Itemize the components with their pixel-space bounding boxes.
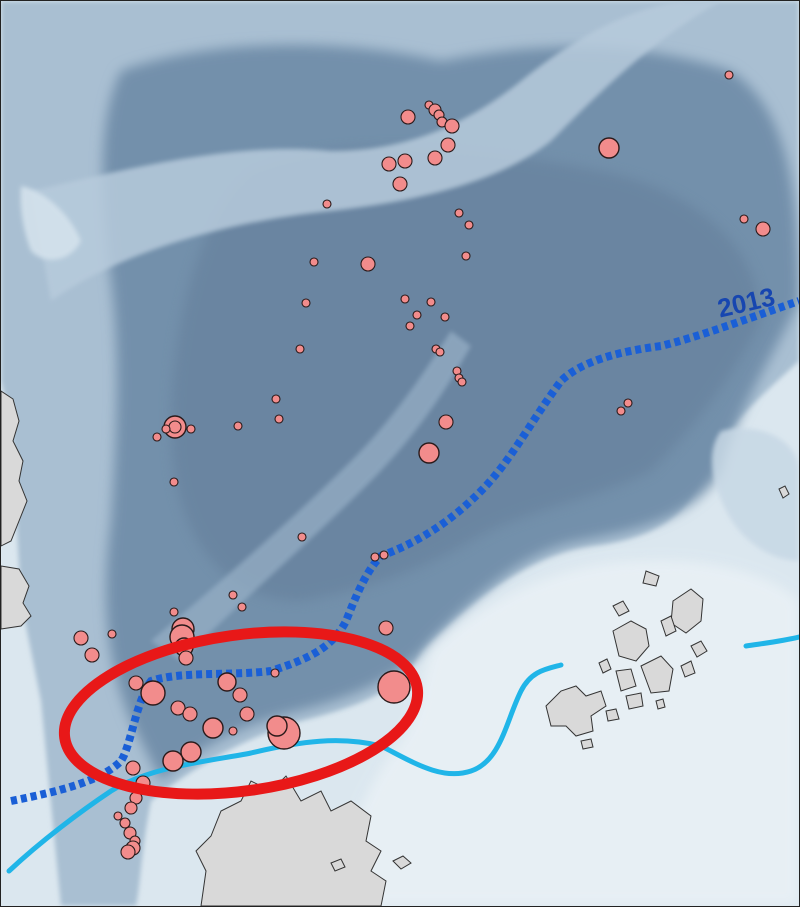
event-marker — [232, 687, 248, 703]
event-marker — [170, 700, 186, 716]
event-marker — [418, 442, 440, 464]
event-marker — [295, 344, 305, 354]
event-marker — [119, 817, 131, 829]
event-marker — [461, 251, 471, 261]
event-marker — [440, 137, 456, 153]
event-marker — [297, 532, 307, 542]
event-marker — [377, 670, 411, 704]
event-marker — [360, 256, 376, 272]
abyssal-plain — [171, 147, 762, 601]
event-marker — [454, 208, 464, 218]
ice-edge-line-2013 — [10, 297, 799, 805]
event-marker — [217, 672, 237, 692]
event-marker — [128, 675, 144, 691]
event-marker — [186, 424, 196, 434]
event-marker — [379, 550, 389, 560]
nearshore-shallows — [331, 560, 799, 906]
event-marker — [400, 294, 410, 304]
event-marker — [378, 620, 394, 636]
event-marker — [598, 137, 620, 159]
event-marker — [271, 394, 281, 404]
plateau-light — [20, 186, 81, 260]
land-west-south — [1, 565, 32, 630]
event-marker — [400, 109, 416, 125]
land-south-islet-a — [392, 855, 412, 870]
event-marker — [392, 176, 408, 192]
event-marker — [739, 214, 749, 224]
event-marker — [125, 760, 141, 776]
event-marker — [228, 590, 238, 600]
event-marker — [113, 811, 123, 821]
event-marker — [438, 414, 454, 430]
event-marker — [457, 377, 467, 387]
event-marker — [270, 668, 280, 678]
event-marker — [228, 726, 238, 736]
event-marker — [426, 297, 436, 307]
event-marker — [169, 607, 179, 617]
event-marker — [309, 257, 319, 267]
event-marker — [84, 647, 100, 663]
ridge-eastern-shelf — [711, 428, 799, 561]
ridge-central — [151, 331, 471, 661]
event-marker — [237, 602, 247, 612]
event-marker — [107, 629, 117, 639]
event-marker — [120, 844, 136, 860]
event-marker — [239, 706, 255, 722]
event-marker — [623, 398, 633, 408]
highlight-ring — [58, 626, 424, 800]
event-markers — [73, 70, 771, 860]
event-marker — [405, 321, 415, 331]
event-marker — [162, 750, 184, 772]
event-marker — [464, 220, 474, 230]
event-marker — [161, 424, 171, 434]
event-marker — [152, 432, 162, 442]
event-marker — [427, 150, 443, 166]
event-marker — [233, 421, 243, 431]
event-marker — [301, 298, 311, 308]
event-marker — [180, 741, 202, 763]
ridge-northwest — [31, 1, 721, 301]
land-south — [195, 775, 387, 906]
land-south-islet-b — [330, 858, 346, 872]
event-marker — [412, 310, 422, 320]
event-marker — [266, 715, 288, 737]
event-marker — [168, 420, 182, 434]
event-marker — [73, 630, 89, 646]
event-marker — [724, 70, 734, 80]
event-marker — [322, 199, 332, 209]
event-marker — [755, 221, 771, 237]
event-marker — [616, 406, 626, 416]
ice-edge-line-cyan-east — [743, 634, 799, 649]
event-marker — [444, 118, 460, 134]
event-marker — [202, 717, 224, 739]
ice-edge-line-cyan — [6, 662, 564, 874]
event-marker — [370, 552, 380, 562]
event-marker — [435, 347, 445, 357]
event-marker — [397, 153, 413, 169]
event-marker — [274, 414, 284, 424]
event-marker — [140, 680, 166, 706]
event-marker — [178, 650, 194, 666]
land-west-north — [1, 390, 28, 547]
event-marker — [381, 156, 397, 172]
event-marker — [440, 312, 450, 322]
event-marker — [169, 477, 179, 487]
event-marker — [124, 801, 138, 815]
archipelago — [545, 485, 790, 750]
event-marker — [182, 706, 198, 722]
